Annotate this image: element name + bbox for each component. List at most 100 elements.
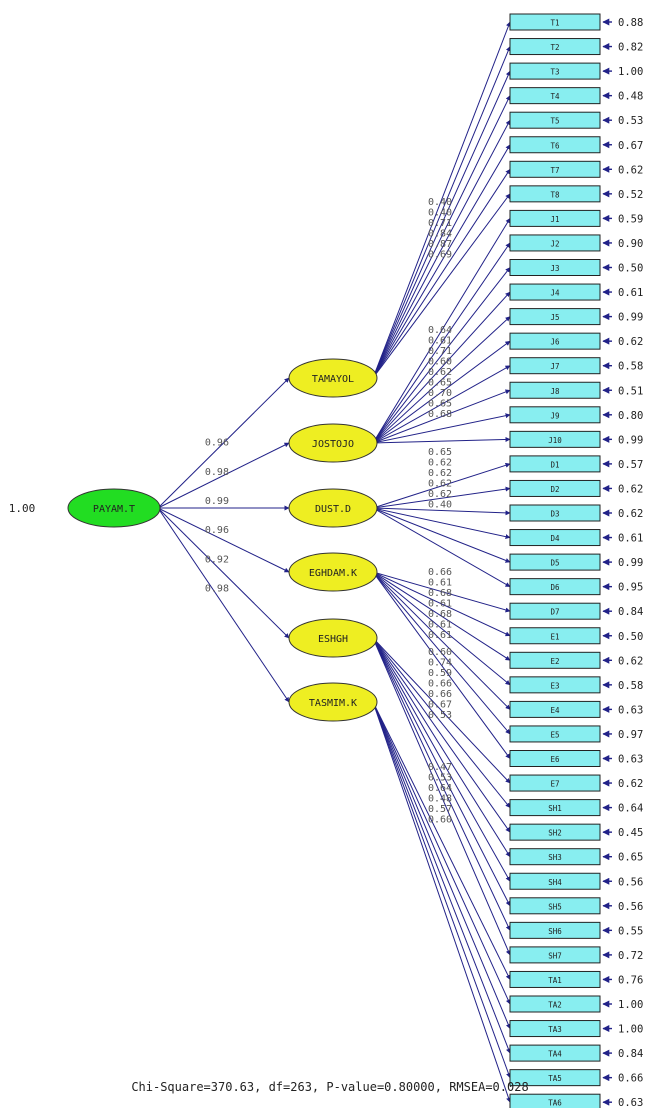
root-factor-path [157,377,290,509]
factor-loading-label: 0.99 [205,496,229,507]
indicator-label: D2 [550,485,559,494]
factor-indicator-path [372,21,511,379]
indicator-loading-label: 0.61 [428,578,452,589]
indicator-label: D3 [550,510,559,519]
indicator-label: T4 [550,92,560,101]
error-variance-label: 0.82 [618,42,643,54]
indicator-loading-label: 0.71 [428,218,452,229]
indicator-loading-label: 0.65 [428,378,452,389]
indicator-loading-label: 0.47 [428,762,452,773]
indicator-box [509,799,601,817]
factor-loading-label: 0.96 [205,525,229,536]
indicator-label: J2 [550,239,559,248]
indicator-box [509,725,601,743]
indicator-box [509,578,601,596]
indicator-label: TA4 [548,1050,562,1059]
indicator-box [509,283,601,301]
indicator-label: T5 [550,117,559,126]
indicator-box [509,479,601,497]
indicator-box [509,160,601,178]
factor-ellipse [288,618,378,658]
indicator-box [509,62,601,80]
factor-label: EGHDAM.K [309,568,357,579]
error-variance-label: 0.64 [618,803,643,815]
fit-statistics: Chi-Square=370.63, df=263, P-value=0.800… [131,1080,528,1094]
indicator-box [509,381,601,399]
indicator-loading-label: 0.62 [428,479,452,490]
indicator-loading-label: 0.68 [428,609,452,620]
indicator-label: D7 [550,608,559,617]
factor-node: TAMAYOL [288,358,378,398]
error-variance-label: 0.56 [618,901,643,913]
error-variance-label: 0.45 [618,827,643,839]
indicator-label: T7 [550,166,559,175]
indicator-box [509,430,601,448]
indicator-loading-label: 0.62 [428,367,452,378]
indicator-box [509,38,601,56]
indicator-label: SH1 [548,804,562,813]
error-variance-label: 0.84 [618,606,643,618]
indicator-loading-label: 0.69 [428,250,452,261]
indicator-loading-label: 0.65 [428,399,452,410]
error-variance-label: 1.00 [618,66,643,78]
factor-ellipse [288,552,378,592]
factor-indicator-path [372,365,511,444]
indicator-label: SH7 [548,951,562,960]
error-variance-label: 0.95 [618,582,643,594]
indicator-loading-label: 0.71 [428,346,452,357]
factor-loading-label: 0.92 [205,555,229,566]
indicator-label: E5 [550,730,559,739]
indicator-label: E3 [550,681,559,690]
error-variance-label: 0.52 [618,189,643,201]
indicator-box [509,234,601,252]
indicator-box [509,332,601,350]
error-variance-label: 0.58 [618,680,643,692]
error-variance-label: 0.99 [618,557,643,569]
indicator-loading-label: 0.62 [428,468,452,479]
factor-ellipse [288,423,378,463]
indicator-box [509,455,601,473]
indicator-loading-label: 0.53 [428,773,452,784]
error-variance-label: 0.99 [618,434,643,446]
indicator-label: TA5 [548,1074,562,1083]
error-variance-label: 0.66 [618,1073,643,1085]
factor-indicator-path [372,637,511,858]
indicator-loading-label: 0.87 [428,239,452,250]
error-variance-label: 0.53 [618,115,643,127]
error-variance-label: 0.62 [618,778,643,790]
root-ellipse [67,488,161,528]
indicator-node: D7 0.84 [509,602,643,620]
error-variance-label: 0.88 [618,17,643,29]
indicator-box [509,13,601,31]
factor-node: TASMIM.K [288,682,378,722]
indicator-loading-label: 0.64 [428,783,452,794]
factor-indicator-path [372,95,511,379]
indicator-box [509,406,601,424]
error-variance-label: 0.63 [618,754,643,766]
factor-indicator-path [372,507,511,540]
factor-indicator-path [372,70,511,379]
factor-indicator-path [372,637,511,808]
indicator-label: E4 [550,706,560,715]
root-variance-label: 1.00 [9,502,36,515]
